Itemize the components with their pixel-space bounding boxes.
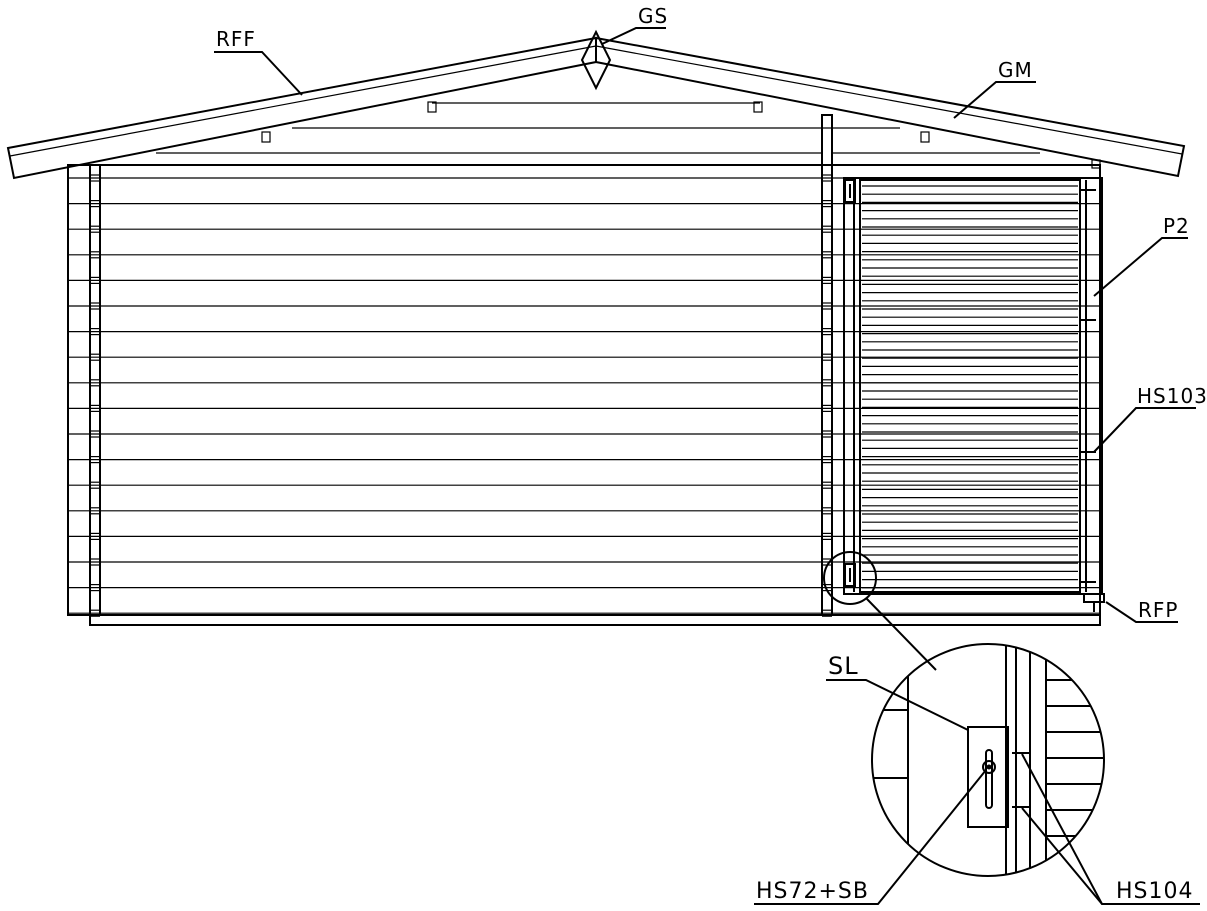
label-gs: GS: [638, 4, 668, 28]
detail-contents: [872, 644, 1104, 876]
leader-sl: [826, 679, 969, 731]
label-rfp: RFP: [1138, 598, 1178, 622]
mid-post-notches: [822, 174, 832, 617]
label-rff: RFF: [216, 27, 256, 51]
leader-hs104-b: [1021, 807, 1103, 905]
gable-ridge-ornament: [580, 29, 612, 91]
purlin-block: [753, 101, 763, 113]
label-gm: GM: [998, 58, 1033, 82]
detail-circle: [871, 643, 1105, 877]
detail-planks: [872, 679, 1104, 847]
purlin-block: [427, 101, 437, 113]
detail-leader: [865, 597, 937, 671]
labels: RFF GS GM P2 HS103 RFP SL HS72+SB HS104: [216, 4, 1207, 904]
detail-lock-slot: [985, 749, 993, 809]
label-hs104: HS104: [1116, 879, 1194, 904]
wall-outline: [67, 164, 1101, 616]
door-frame: [843, 177, 1103, 595]
detail-lock-plate: [967, 726, 1009, 828]
detail-lock-knob: [982, 760, 996, 774]
leader-gs: [601, 27, 666, 45]
roof: [6, 29, 1186, 180]
label-p2: P2: [1163, 214, 1190, 238]
label-hs103: HS103: [1137, 384, 1207, 408]
floor-base: [89, 614, 1101, 626]
slide-lock-top: [844, 179, 856, 203]
leader-gm: [953, 81, 1036, 119]
purlin-block: [920, 131, 930, 143]
label-hs72sb: HS72+SB: [756, 879, 869, 904]
roof-right-fascia-line: [595, 45, 1183, 155]
leader-lines: [214, 27, 1200, 905]
left-post-notches: [90, 174, 100, 617]
slide-lock-bottom: [844, 563, 856, 587]
detail-callout: [823, 551, 1105, 877]
wall: [67, 114, 1101, 626]
roof-left-panel: [6, 36, 597, 180]
leader-hs103: [1093, 407, 1196, 453]
wall-planks: [68, 152, 1100, 614]
roof-right-panel: [595, 36, 1186, 178]
leader-hs72sb: [754, 769, 987, 905]
leader-rfp: [1105, 601, 1178, 623]
label-sl: SL: [828, 652, 859, 680]
door: [843, 177, 1105, 612]
leader-p2: [1093, 237, 1188, 297]
detail-source-circle: [823, 551, 877, 605]
door-slats: [862, 185, 1078, 589]
purlin-block: [261, 131, 271, 143]
door-leaf: [859, 179, 1081, 593]
detail-lock-knob-center: [986, 764, 992, 770]
roof-left-fascia-line: [9, 45, 597, 157]
leader-rff: [214, 51, 303, 96]
